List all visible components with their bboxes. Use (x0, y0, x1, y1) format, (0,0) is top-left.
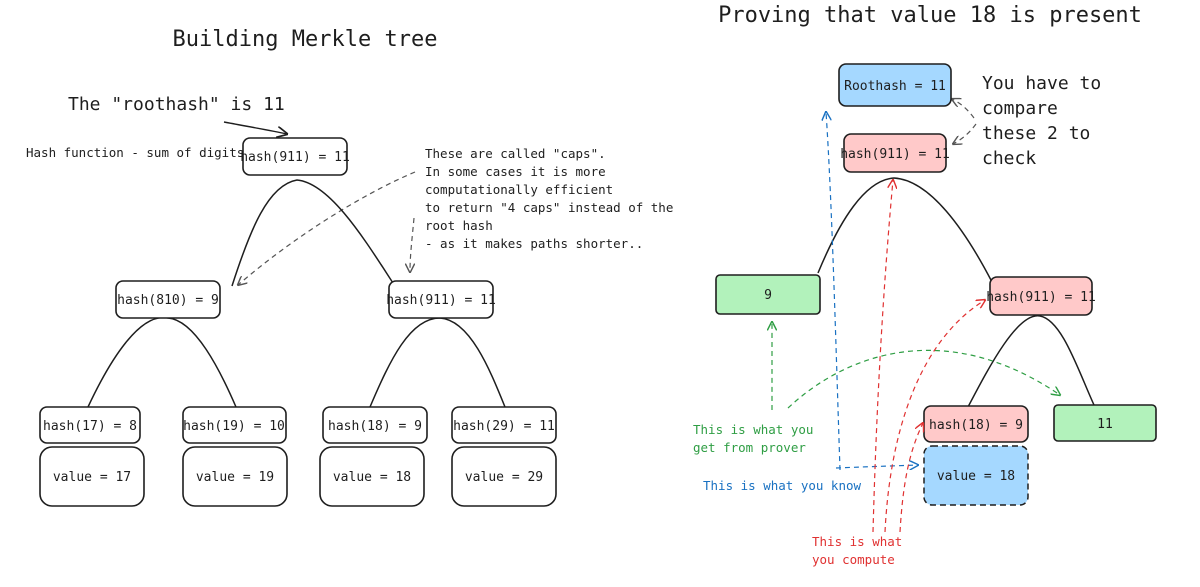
node-hash-17: hash(17) = 8 (39, 406, 141, 444)
node-known-value-18: value = 18 (923, 445, 1029, 506)
leaf-value-17: value = 17 (39, 446, 145, 507)
svg-text:value = 18: value = 18 (937, 469, 1015, 484)
roothash-note: The "roothash" is 11 (68, 94, 285, 115)
node-computed-top-hash: hash(911) = 11 (840, 133, 950, 173)
node-hash-911-cap: hash(911) = 11 (386, 280, 496, 319)
svg-text:value = 29: value = 29 (465, 470, 543, 485)
compare-arrow-down (953, 123, 977, 144)
svg-text:value = 19: value = 19 (196, 470, 274, 485)
node-computed-hash-18: hash(18) = 9 (923, 405, 1029, 443)
svg-text:hash(18) = 9: hash(18) = 9 (929, 418, 1023, 433)
tree-edge (231, 179, 394, 287)
node-roothash: Roothash = 11 (838, 63, 952, 107)
hash-function-note: Hash function - sum of digits (26, 145, 244, 160)
node-hash-29: hash(29) = 11 (451, 406, 557, 444)
svg-text:value = 17: value = 17 (53, 470, 131, 485)
svg-text:hash(911) = 11: hash(911) = 11 (240, 150, 350, 165)
caps-note-line: - as it makes paths shorter.. (425, 236, 643, 251)
known-arrow-to-value (835, 465, 918, 468)
svg-text:Roothash = 11: Roothash = 11 (844, 79, 946, 94)
node-prover-11: 11 (1053, 404, 1157, 442)
node-hash-810: hash(810) = 9 (115, 280, 221, 319)
leaf-value-18: value = 18 (319, 446, 425, 507)
svg-text:hash(911) = 11: hash(911) = 11 (386, 293, 496, 308)
caps-note-line: to return "4 caps" instead of the (425, 200, 673, 215)
compute-arrow-to-hash18 (899, 423, 923, 533)
caps-note: These are called "caps". In some cases i… (425, 146, 673, 251)
compare-note: You have to compare these 2 to check (982, 73, 1101, 169)
compute-arrow-to-top (872, 180, 893, 533)
legend-prover-line: get from prover (693, 440, 806, 455)
compare-note-line: these 2 to (982, 123, 1090, 144)
caps-note-line: root hash (425, 218, 493, 233)
roothash-pointer-arrow (223, 121, 287, 134)
compare-note-line: check (982, 148, 1036, 169)
tree-edge (967, 315, 1095, 408)
node-hash-19: hash(19) = 10 (182, 406, 287, 444)
prover-arrow-to-11 (787, 349, 1060, 409)
svg-text:hash(17) = 8: hash(17) = 8 (43, 419, 137, 434)
tree-edge (87, 316, 237, 408)
tree-edge (817, 177, 993, 283)
leaf-value-19: value = 19 (182, 446, 288, 507)
compare-note-line: You have to (982, 73, 1101, 94)
compare-arrow-up (952, 99, 975, 119)
compute-arrow-to-mid (884, 300, 985, 533)
legend-compute-line: This is what (812, 534, 902, 549)
node-prover-9: 9 (715, 274, 821, 315)
left-title: Building Merkle tree (173, 27, 438, 52)
legend-know: This is what you know (703, 478, 862, 493)
svg-text:11: 11 (1097, 417, 1113, 432)
node-hash-18: hash(18) = 9 (322, 406, 428, 444)
legend-compute: This is what you compute (812, 534, 902, 567)
svg-text:value = 18: value = 18 (333, 470, 411, 485)
caps-note-line: computationally efficient (425, 182, 613, 197)
svg-text:9: 9 (764, 288, 772, 303)
caps-note-line: These are called "caps". (425, 146, 606, 161)
right-title: Proving that value 18 is present (718, 3, 1142, 28)
known-arrow-to-roothash (826, 112, 841, 471)
node-computed-mid-hash: hash(911) = 11 (986, 276, 1096, 316)
node-root-hash-911: hash(911) = 11 (240, 137, 350, 176)
compare-note-line: compare (982, 98, 1058, 119)
legend-prover-line: This is what you (693, 422, 813, 437)
svg-text:hash(911) = 11: hash(911) = 11 (986, 290, 1096, 305)
svg-text:hash(911) = 11: hash(911) = 11 (840, 147, 950, 162)
svg-text:hash(29) = 11: hash(29) = 11 (453, 419, 555, 434)
legend-prover: This is what you get from prover (693, 422, 813, 455)
tree-edge (369, 317, 506, 408)
caps-arrow-right (410, 217, 414, 272)
svg-text:hash(19) = 10: hash(19) = 10 (183, 419, 285, 434)
legend-compute-line: you compute (812, 552, 895, 567)
caps-note-line: In some cases it is more (425, 164, 606, 179)
leaf-value-29: value = 29 (451, 446, 557, 507)
caps-arrow-left (238, 171, 416, 285)
svg-text:hash(18) = 9: hash(18) = 9 (328, 419, 422, 434)
svg-text:hash(810) = 9: hash(810) = 9 (117, 293, 219, 308)
